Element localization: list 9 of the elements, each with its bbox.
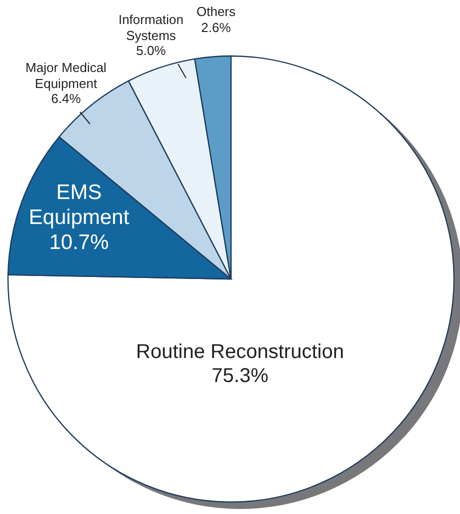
value-label: 10.7% [49,230,109,256]
value-label: 5.0% [136,43,166,59]
category-label: Others [196,4,236,20]
value-label: 75.3% [212,364,268,388]
category-label: Major Medical Equipment [24,60,108,92]
category-label: EMS Equipment [28,180,130,230]
value-label: 2.6% [201,20,231,36]
category-label: Routine Reconstruction [136,340,344,364]
value-label: 6.4% [51,91,81,107]
